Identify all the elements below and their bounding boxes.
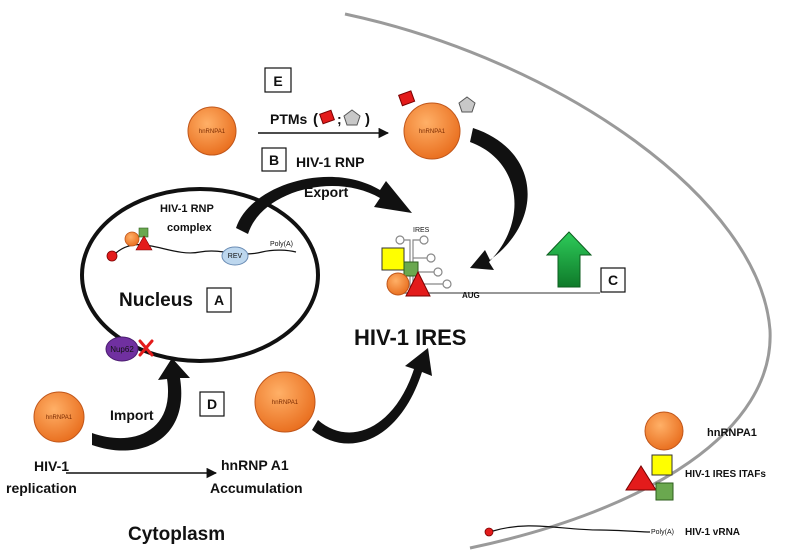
pentagon-modification-icon bbox=[458, 96, 476, 113]
accumulation-to-ires-arrow bbox=[312, 348, 432, 444]
blocked-x-icon bbox=[138, 339, 154, 357]
cytoplasm-label: Cytoplasm bbox=[128, 524, 225, 545]
box-d bbox=[199, 391, 225, 417]
rnp-complex-label-line2: complex bbox=[167, 222, 213, 234]
import-label: Import bbox=[110, 407, 154, 423]
hnrnpa1-protein-accumulated: hnRNPA1 bbox=[254, 371, 316, 433]
box-d-label: D bbox=[207, 396, 217, 412]
nucleus-envelope bbox=[80, 187, 320, 363]
ptm-to-ires-arrow bbox=[470, 128, 528, 270]
svg-text:hnRNPA1: hnRNPA1 bbox=[46, 415, 73, 421]
svg-text:(: ( bbox=[313, 111, 318, 128]
svg-text:): ) bbox=[365, 111, 370, 128]
box-e-label: E bbox=[273, 73, 282, 89]
hnrnpa1-protein-e-left: hnRNPA1 bbox=[187, 106, 237, 156]
aug-label: AUG bbox=[462, 291, 480, 300]
box-a-label: A bbox=[214, 292, 224, 308]
itaf-green-in-nucleus bbox=[138, 227, 149, 238]
itaf-red-ires bbox=[405, 270, 431, 297]
phosphate-modification-icon bbox=[398, 90, 416, 107]
legend: hnRNPA1 HIV-1 IRES ITAFs Poly(A) HIV-1 v… bbox=[484, 411, 766, 538]
svg-text:REV: REV bbox=[228, 253, 243, 260]
hnrnpa1-at-ires bbox=[386, 272, 410, 296]
itaf-red-in-nucleus bbox=[135, 235, 153, 251]
box-c bbox=[600, 267, 626, 293]
box-b bbox=[261, 147, 287, 172]
hnrnpa1-protein-e-right: hnRNPA1 bbox=[403, 102, 461, 160]
rnp-complex-label-line1: HIV-1 RNP bbox=[160, 203, 214, 215]
cell-membrane bbox=[344, 12, 772, 550]
phosphate-ptm-icon bbox=[319, 109, 335, 125]
ires-small-label: IRES bbox=[413, 227, 430, 234]
box-b-label: B bbox=[269, 152, 279, 168]
box-c-label: C bbox=[608, 272, 618, 288]
legend-hnrnpa1-label: hnRNPA1 bbox=[707, 427, 757, 439]
box-a bbox=[206, 287, 232, 313]
translation-up-arrow bbox=[545, 231, 593, 288]
legend-vrna-strand bbox=[492, 525, 651, 533]
itaf-green-ires bbox=[403, 261, 419, 277]
accumulation-label-line2: Accumulation bbox=[210, 480, 303, 496]
legend-hnrnpa1-icon bbox=[644, 411, 684, 451]
legend-itaf-green-icon bbox=[655, 482, 674, 501]
legend-vrna-cap-icon bbox=[484, 527, 494, 537]
legend-itafs-label: HIV-1 IRES ITAFs bbox=[685, 469, 766, 480]
vrna-cap-icon bbox=[106, 250, 118, 262]
ptms-label: PTMs bbox=[270, 111, 308, 127]
rev-protein: REV bbox=[221, 246, 249, 266]
legend-itaf-red-icon bbox=[625, 465, 657, 491]
legend-vrna-label: HIV-1 vRNA bbox=[685, 527, 740, 538]
hnrnpa1-in-nucleus bbox=[124, 231, 140, 247]
hiv-ires-title: HIV-1 IRES bbox=[354, 325, 466, 350]
polya-label-nucleus: Poly(A) bbox=[270, 241, 293, 248]
replication-label-line1: HIV-1 bbox=[34, 458, 69, 474]
svg-text:hnRNPA1: hnRNPA1 bbox=[419, 129, 446, 135]
itaf-yellow-ires bbox=[381, 247, 405, 271]
pentagon-ptm-icon bbox=[343, 109, 361, 126]
nucleus-label: Nucleus bbox=[119, 290, 193, 311]
rnp-export-arrow bbox=[236, 176, 412, 234]
hnrnpa1-protein-replication: hnRNPA1 bbox=[33, 391, 85, 443]
import-arrow bbox=[92, 358, 190, 451]
replication-label-line2: replication bbox=[6, 480, 77, 496]
rnp-export-label-line1: HIV-1 RNP bbox=[296, 154, 364, 170]
svg-text:;: ; bbox=[337, 111, 342, 127]
accumulation-label-line1: hnRNP A1 bbox=[221, 457, 289, 473]
legend-vrna-polya: Poly(A) bbox=[651, 529, 674, 536]
svg-text:hnRNPA1: hnRNPA1 bbox=[199, 129, 226, 135]
svg-text:Nup62: Nup62 bbox=[110, 345, 134, 354]
svg-text:hnRNPA1: hnRNPA1 bbox=[272, 400, 299, 406]
box-e bbox=[264, 67, 292, 93]
rnp-export-label-line2: Export bbox=[304, 184, 349, 200]
nup62-protein: Nup62 bbox=[105, 336, 139, 362]
legend-itaf-yellow-icon bbox=[651, 454, 673, 476]
